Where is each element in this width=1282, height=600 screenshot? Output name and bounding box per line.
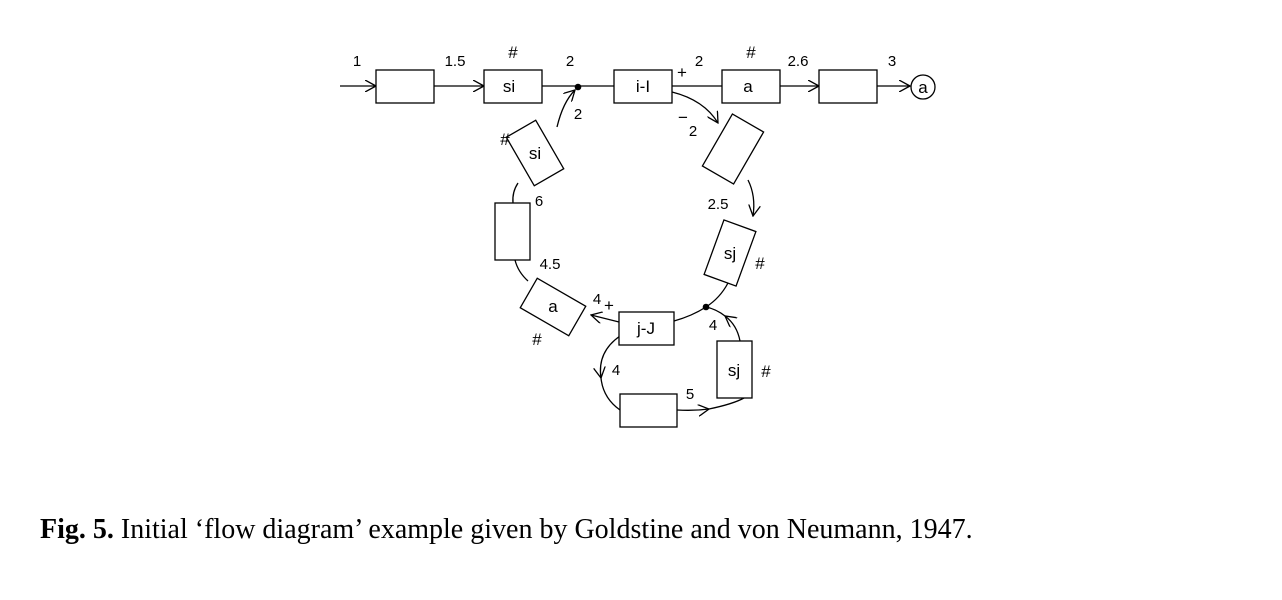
box-a-bottom-label: a: [548, 297, 558, 316]
label-2-inner: 2: [574, 106, 582, 123]
minus-mark: −: [678, 108, 688, 127]
hash-mark: #: [508, 43, 518, 62]
box-sj-right-label: sj: [724, 244, 736, 263]
hash-mark: #: [500, 130, 510, 149]
small-loop-line: [708, 397, 745, 410]
box-empty-2: [818, 69, 878, 104]
box-si-left-label: si: [529, 144, 541, 163]
box-sj-lower: [716, 340, 753, 399]
box-i-minus-I: [613, 69, 673, 104]
box-a-top: [721, 69, 781, 104]
loop-arrow-left: [591, 315, 620, 322]
caption-text: Initial ‘flow diagram’ example given by …: [113, 514, 973, 545]
loop-arrow-right: [747, 179, 754, 216]
box-a-bottom: [519, 277, 587, 337]
box-empty-1: [375, 69, 435, 104]
plus-mark: +: [604, 296, 614, 315]
label-2-top: 2: [566, 53, 574, 70]
box-j-minus-J-label: j-J: [636, 319, 655, 338]
label-1-5: 1.5: [445, 53, 466, 70]
loop-line: [673, 306, 707, 322]
label-6: 6: [535, 193, 543, 210]
box-empty-left-tall: [494, 202, 531, 261]
connector-circle: [910, 74, 936, 100]
box-empty-right: [701, 113, 765, 185]
hash-mark: #: [761, 362, 771, 381]
loop-paths: [512, 90, 754, 411]
hash-mark: #: [755, 254, 765, 273]
small-loop-arrow-right: [676, 409, 709, 410]
connector-label: a: [918, 78, 928, 97]
label-4-right: 4: [709, 317, 717, 334]
box-j-minus-J: [618, 311, 675, 346]
small-loop-line: [600, 377, 621, 411]
box-empty-bottom: [619, 393, 678, 428]
label-3: 3: [888, 53, 896, 70]
box-si-top: [483, 69, 543, 104]
plus-mark: +: [677, 63, 687, 82]
box-i-minus-I-label: i-I: [636, 77, 650, 96]
loop-line: [705, 282, 729, 308]
loop-line: [514, 259, 529, 282]
loop-arrow-down: [671, 91, 718, 123]
hash-mark: #: [532, 330, 542, 349]
small-loop-line: [705, 306, 726, 317]
label-4-5: 4.5: [540, 256, 561, 273]
junction-dot-top: [574, 83, 582, 91]
small-loop-arrow-up: [725, 316, 741, 342]
box-sj-lower-label: sj: [728, 361, 740, 380]
label-2-minus: 2: [689, 123, 697, 140]
label-4-plus: 4: [593, 291, 601, 308]
box-si-top-label: si: [503, 77, 515, 96]
flow-diagram: si i-I a a sj: [340, 43, 936, 428]
small-loop-arrow-down: [600, 335, 621, 378]
figure-caption: Fig. 5. Initial ‘flow diagram’ example g…: [40, 514, 1260, 546]
label-2-plus: 2: [695, 53, 703, 70]
loop-arrow-up: [556, 90, 575, 128]
box-si-left: [505, 119, 565, 187]
label-2-6: 2.6: [788, 53, 809, 70]
box-a-top-label: a: [743, 77, 753, 96]
hash-mark: #: [746, 43, 756, 62]
label-5: 5: [686, 386, 694, 403]
box-sj-right: [703, 219, 757, 287]
label-2-5: 2.5: [708, 196, 729, 213]
label-4-loop: 4: [612, 362, 620, 379]
loop-line: [512, 182, 519, 204]
figure-number: Fig. 5.: [40, 514, 114, 545]
label-1: 1: [353, 53, 361, 70]
